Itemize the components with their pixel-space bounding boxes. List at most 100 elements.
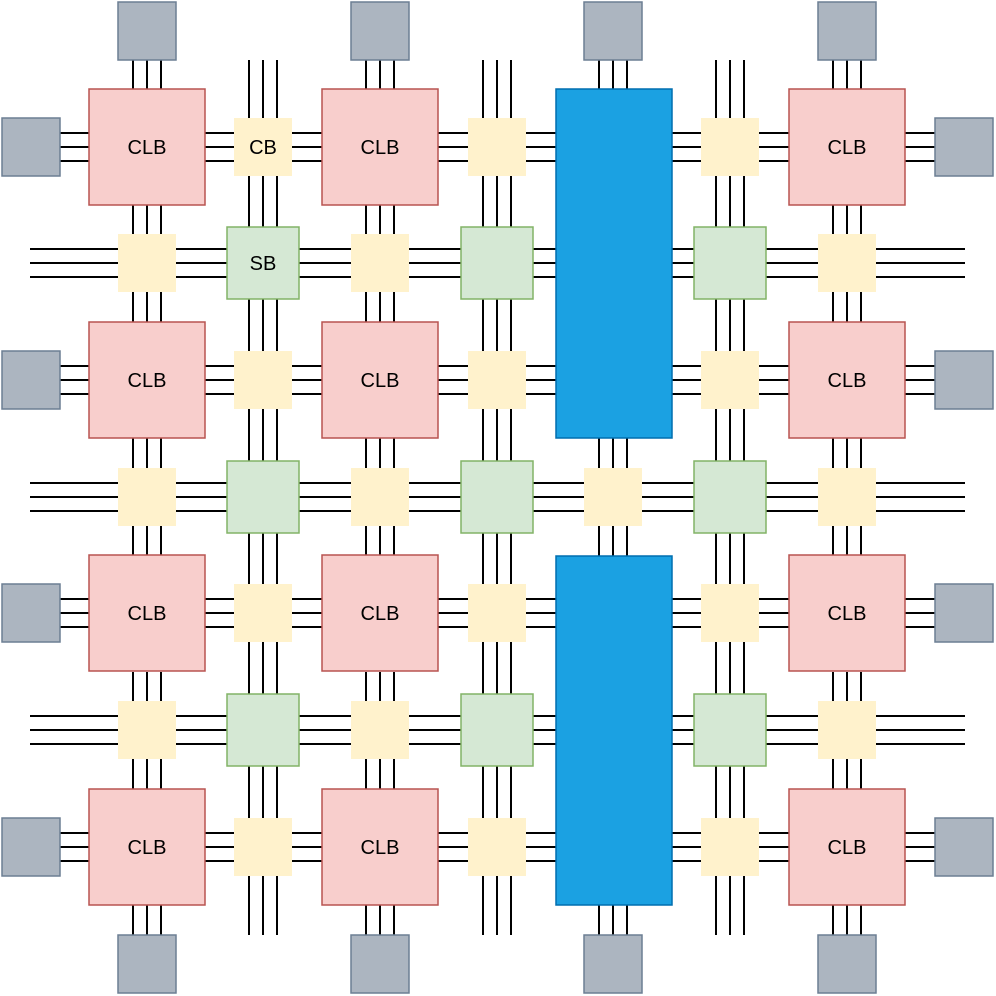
connection-box-v-r2c2-shape [468, 351, 526, 409]
connection-box-v-r4c1-shape [234, 818, 292, 876]
connection-box-v-r1c2 [468, 118, 526, 176]
switch-box-r2c2 [460, 460, 534, 534]
io-pad-right-1-shape [934, 117, 994, 177]
io-pad-top-3-shape [583, 1, 643, 61]
connection-box-h-r2c2 [351, 468, 409, 526]
io-pad-top-1 [117, 1, 177, 61]
io-pad-left-2-shape [1, 350, 61, 410]
clb-r3c2-shape [321, 554, 439, 672]
switch-box-r1c1-shape [226, 226, 300, 300]
connection-box-h-r2c2-shape [351, 468, 409, 526]
io-pad-right-1 [934, 117, 994, 177]
io-pad-bottom-4 [817, 934, 877, 994]
switch-box-r3c2 [460, 693, 534, 767]
connection-box-v-r4c2-shape [468, 818, 526, 876]
connection-box-h-r1c3 [818, 234, 876, 292]
switch-box-r2c1-shape [226, 460, 300, 534]
clb-r1c1: CLB [88, 88, 206, 206]
connection-box-v-r2c1 [234, 351, 292, 409]
clb-r3c3-shape [788, 554, 906, 672]
connection-box-h-r1c2 [351, 234, 409, 292]
clb-r3c1: CLB [88, 554, 206, 672]
clb-r2c1: CLB [88, 321, 206, 439]
clb-r1c1-shape [88, 88, 206, 206]
connection-box-hard-block-shape [584, 468, 642, 526]
io-pad-top-4-shape [817, 1, 877, 61]
connection-box-v-r3c1-shape [234, 584, 292, 642]
switch-box-r3c3 [693, 693, 767, 767]
clb-r2c3-label: CLB [828, 370, 867, 392]
hard-block-2-shape [555, 555, 673, 906]
clb-r4c1-label: CLB [128, 837, 167, 859]
connection-box-h-r3c1 [118, 701, 176, 759]
switch-box-r2c3 [693, 460, 767, 534]
io-pad-right-4-shape [934, 817, 994, 877]
connection-box-h-r1c1-shape [118, 234, 176, 292]
clb-r3c3-label: CLB [828, 603, 867, 625]
switch-box-r3c2-shape [460, 693, 534, 767]
connection-box-hard-block [584, 468, 642, 526]
connection-box-v-r4c3 [701, 818, 759, 876]
switch-box-r2c2-shape [460, 460, 534, 534]
io-pad-bottom-2 [350, 934, 410, 994]
io-pad-right-3-shape [934, 583, 994, 643]
hard-block-1 [555, 88, 673, 439]
clb-r2c1-shape [88, 321, 206, 439]
clb-r3c3: CLB [788, 554, 906, 672]
clb-r4c1: CLB [88, 788, 206, 906]
connection-box-v-r2c3-shape [701, 351, 759, 409]
io-pad-left-4-shape [1, 817, 61, 877]
clb-r4c1-shape [88, 788, 206, 906]
connection-box-h-r2c3-shape [818, 468, 876, 526]
clb-r1c3-label: CLB [828, 137, 867, 159]
switch-box-r3c3-shape [693, 693, 767, 767]
connection-box-h-r3c3-shape [818, 701, 876, 759]
clb-r1c3: CLB [788, 88, 906, 206]
io-pad-top-4 [817, 1, 877, 61]
io-pad-bottom-1 [117, 934, 177, 994]
connection-box-h-r3c1-shape [118, 701, 176, 759]
io-pad-bottom-2-shape [350, 934, 410, 994]
io-pad-left-4 [1, 817, 61, 877]
clb-r2c3-shape [788, 321, 906, 439]
io-pad-right-4 [934, 817, 994, 877]
connection-box-h-r2c3 [818, 468, 876, 526]
switch-box-r3c1 [226, 693, 300, 767]
clb-r4c3-shape [788, 788, 906, 906]
io-pad-bottom-1-shape [117, 934, 177, 994]
switch-box-r1c2 [460, 226, 534, 300]
io-pad-right-2-shape [934, 350, 994, 410]
hard-block-1-shape [555, 88, 673, 439]
clb-r2c2-shape [321, 321, 439, 439]
io-pad-top-3 [583, 1, 643, 61]
switch-box-r1c3 [693, 226, 767, 300]
clb-r1c2-shape [321, 88, 439, 206]
io-pad-right-3 [934, 583, 994, 643]
switch-box-r2c1 [226, 460, 300, 534]
io-pad-top-1-shape [117, 1, 177, 61]
io-pad-left-1-shape [1, 117, 61, 177]
connection-box-v-r2c2 [468, 351, 526, 409]
switch-box-r1c1: SB [226, 226, 300, 300]
switch-box-r1c2-shape [460, 226, 534, 300]
connection-box-h-r1c2-shape [351, 234, 409, 292]
connection-box-v-r2c3 [701, 351, 759, 409]
switch-box-r1c1-label: SB [250, 253, 277, 275]
io-pad-bottom-4-shape [817, 934, 877, 994]
connection-box-h-r3c2-shape [351, 701, 409, 759]
io-pad-left-3-shape [1, 583, 61, 643]
clb-r4c3-label: CLB [828, 837, 867, 859]
connection-box-h-r1c1 [118, 234, 176, 292]
switch-box-r3c1-shape [226, 693, 300, 767]
clb-r1c2-label: CLB [361, 137, 400, 159]
clb-r1c1-label: CLB [128, 137, 167, 159]
connection-box-v-r1c1-label: CB [249, 137, 277, 159]
clb-r3c1-shape [88, 554, 206, 672]
clb-r3c1-label: CLB [128, 603, 167, 625]
connection-box-v-r1c2-shape [468, 118, 526, 176]
io-pad-bottom-3-shape [583, 934, 643, 994]
clb-r3c2-label: CLB [361, 603, 400, 625]
switch-box-r1c3-shape [693, 226, 767, 300]
